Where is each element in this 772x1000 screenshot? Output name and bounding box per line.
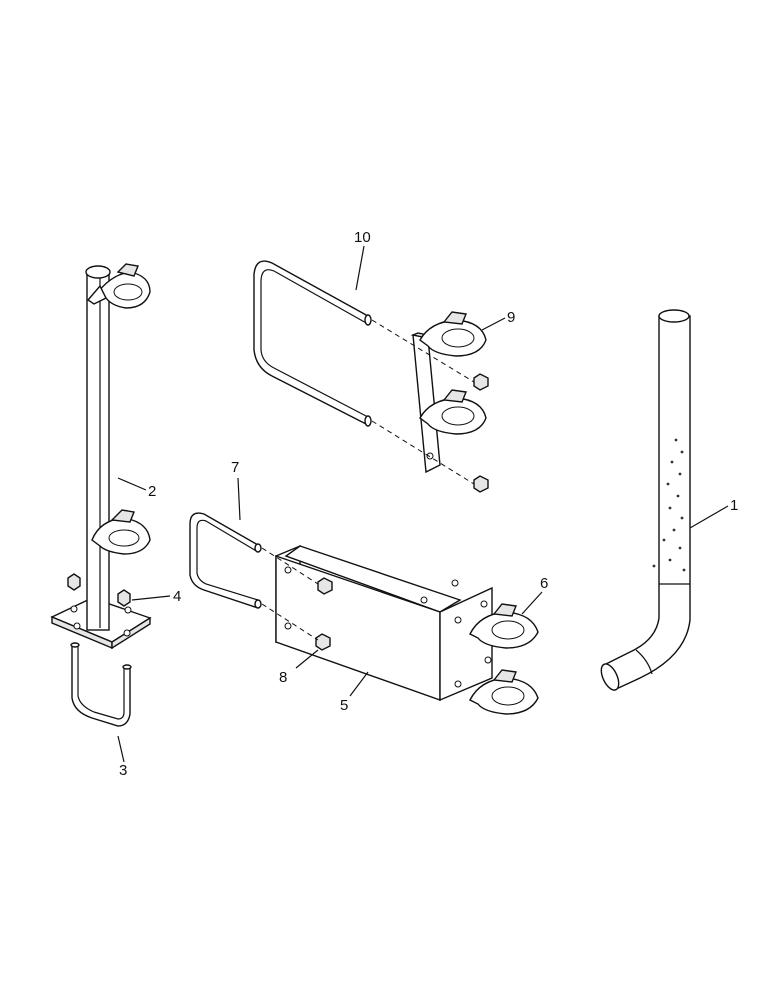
hex-nut — [473, 373, 489, 391]
hex-nut — [67, 573, 81, 591]
callout-7: 7 — [231, 459, 239, 476]
hex-nut — [117, 589, 131, 607]
mounting-bracket-5 — [261, 544, 539, 715]
callout-5: 5 — [340, 697, 348, 714]
callout-10: 10 — [354, 229, 371, 246]
lower-clamp — [91, 509, 151, 555]
hex-nut — [315, 633, 331, 651]
hex-nut — [473, 475, 489, 493]
callout-8: 8 — [279, 669, 287, 686]
callout-4: 4 — [173, 588, 181, 605]
leader-lines — [117, 245, 729, 763]
perforations — [652, 438, 686, 572]
u-bolt-3 — [70, 642, 132, 727]
u-bolt-7 — [189, 512, 262, 609]
callout-6: 6 — [540, 575, 548, 592]
callout-1: 1 — [730, 497, 738, 514]
upper-clamp — [86, 263, 151, 309]
callout-9: 9 — [507, 309, 515, 326]
u-bolt-10 — [253, 260, 372, 427]
post-assembly — [50, 263, 152, 650]
callout-3: 3 — [119, 762, 127, 779]
clamp-bracket-9 — [371, 311, 489, 493]
hex-nut — [317, 577, 333, 595]
vertical-tube — [86, 272, 110, 631]
callout-2: 2 — [148, 483, 156, 500]
exhaust-pipe-1 — [600, 309, 691, 691]
